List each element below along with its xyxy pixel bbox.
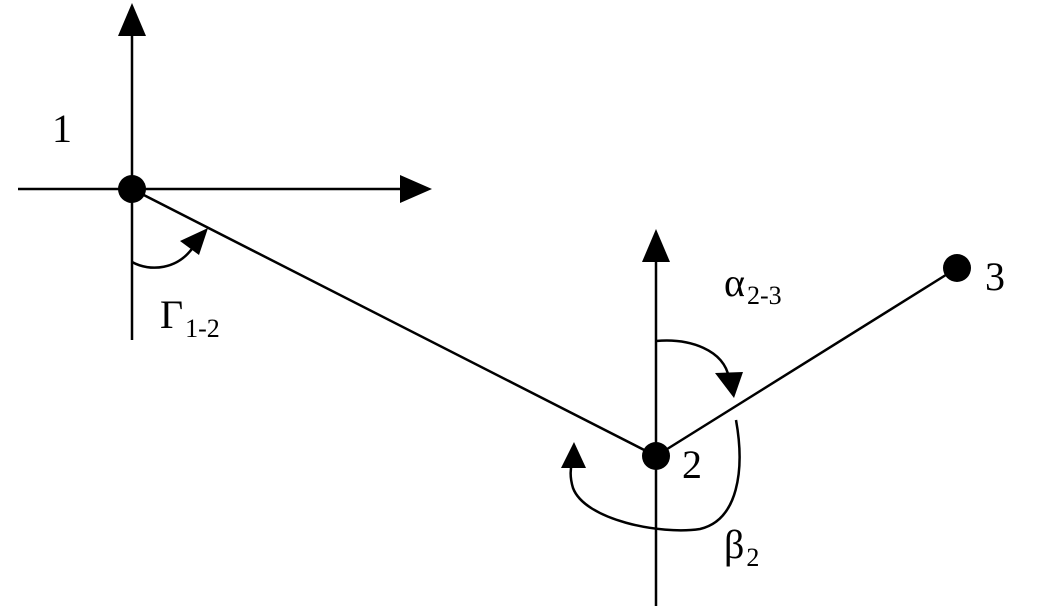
alpha-arrowhead: [715, 372, 743, 398]
gamma-arrowhead: [180, 228, 208, 255]
gamma-symbol: Γ: [160, 292, 183, 337]
beta-symbol: β: [724, 522, 744, 567]
gamma-arc: [131, 245, 196, 269]
beta-subscript: 2: [746, 543, 759, 572]
gamma-label: Γ1-2: [160, 292, 220, 343]
point-2-label: 2: [682, 442, 702, 487]
gamma-angle-arrow: [131, 228, 208, 269]
beta-arc: [569, 419, 741, 532]
alpha-angle-arrow: [655, 339, 743, 398]
point-3-marker: [943, 254, 971, 282]
point-2-marker: [642, 442, 670, 470]
point-3-label: 3: [985, 254, 1005, 299]
point-2-vertical-arrowhead: [642, 229, 670, 262]
gamma-subscript: 1-2: [185, 314, 220, 343]
point-1-marker: [118, 175, 146, 203]
point-1-axes: [18, 3, 432, 340]
point-1-horizontal-arrowhead: [400, 175, 432, 203]
alpha-label: α2-3: [724, 260, 782, 310]
alpha-arc: [655, 339, 731, 379]
segment-2-3: [655, 266, 958, 458]
alpha-symbol: α: [724, 260, 745, 305]
alpha-subscript: 2-3: [747, 281, 782, 310]
point-2-axes: [642, 229, 670, 606]
segment-1-2: [131, 187, 657, 458]
point-1-label: 1: [52, 106, 72, 151]
beta-angle-arrow: [561, 419, 741, 532]
beta-label: β2: [724, 522, 759, 572]
point-1-vertical-arrowhead: [118, 3, 146, 36]
beta-arrowhead: [561, 442, 586, 468]
